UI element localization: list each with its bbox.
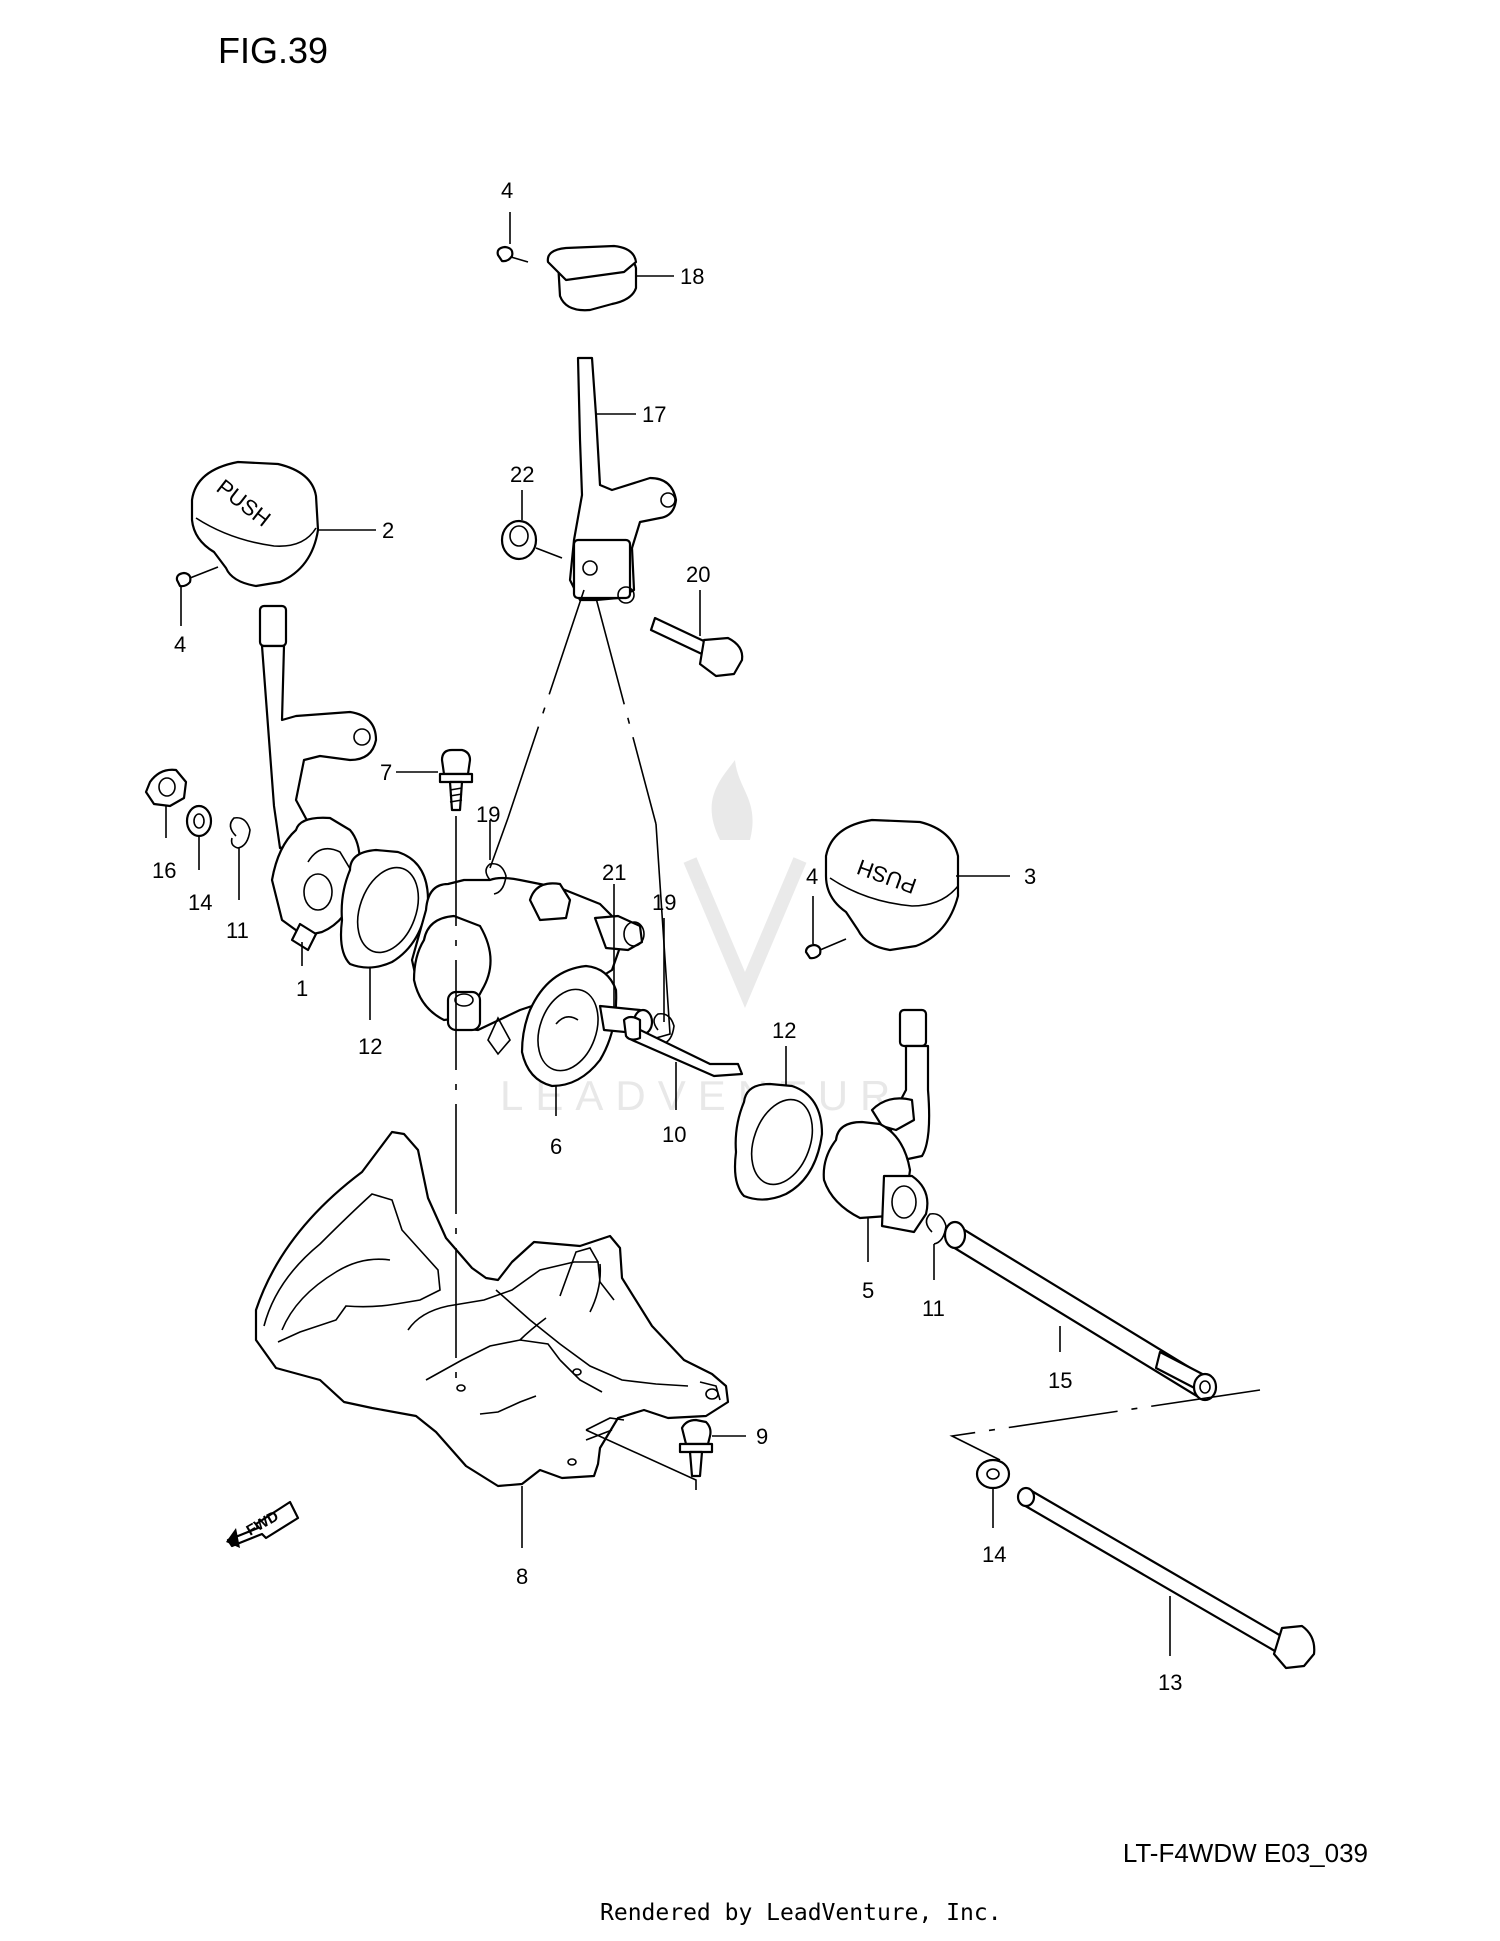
assembly-lines <box>455 547 1261 1490</box>
callouts: 4 18 17 22 20 2 4 7 19 16 14 11 1 12 21 … <box>152 178 1182 1695</box>
callout-12: 12 <box>772 1018 796 1043</box>
callout-10: 10 <box>662 1122 686 1147</box>
callout-8: 8 <box>516 1564 528 1589</box>
callout-4: 4 <box>174 632 186 657</box>
fwd-arrow-icon: FWD <box>226 1500 300 1548</box>
part-13-long-bolt[interactable] <box>1016 1486 1316 1670</box>
callout-19: 19 <box>476 802 500 827</box>
callout-14: 14 <box>188 890 212 915</box>
part-2-knob-left[interactable]: PUSH <box>190 460 320 588</box>
callout-14: 14 <box>982 1542 1006 1567</box>
part-7-bolt[interactable] <box>438 748 474 812</box>
callout-22: 22 <box>510 462 534 487</box>
callout-12: 12 <box>358 1034 382 1059</box>
part-1-shift-arm-left[interactable] <box>258 604 378 952</box>
part-8-bracket[interactable] <box>254 1130 730 1488</box>
callout-2: 2 <box>382 518 394 543</box>
callout-16: 16 <box>152 858 176 883</box>
callout-7: 7 <box>380 760 392 785</box>
part-11-circlip-left[interactable] <box>229 816 251 849</box>
leader-lines <box>165 212 1171 1656</box>
callout-11: 11 <box>226 918 249 943</box>
callout-5: 5 <box>862 1278 874 1303</box>
part-9-bolt[interactable] <box>678 1418 714 1478</box>
part-3-knob-right[interactable]: PUSH <box>824 818 960 952</box>
callout-13: 13 <box>1158 1670 1182 1695</box>
part-10-shaft[interactable] <box>622 1015 744 1078</box>
part-4-screw-top[interactable] <box>496 245 529 263</box>
callout-20: 20 <box>686 562 710 587</box>
callout-4: 4 <box>806 864 818 889</box>
callout-17: 17 <box>642 402 666 427</box>
part-20-bolt[interactable] <box>649 616 744 678</box>
callout-4: 4 <box>501 178 513 203</box>
callout-6: 6 <box>550 1134 562 1159</box>
part-17-lever[interactable] <box>568 356 678 604</box>
part-16-nut[interactable] <box>144 768 188 808</box>
callout-21: 21 <box>602 860 626 885</box>
part-4-screw-left[interactable] <box>175 566 219 588</box>
callout-9: 9 <box>756 1424 768 1449</box>
part-12-seal-left[interactable] <box>339 848 430 969</box>
model-code: LT-F4WDW E03_039 <box>1122 1838 1368 1868</box>
callout-19: 19 <box>652 890 676 915</box>
render-credit: Rendered by LeadVenture, Inc. <box>600 1900 1002 1926</box>
callout-11: 11 <box>922 1296 945 1321</box>
part-22-collar[interactable] <box>500 519 538 561</box>
part-12-seal-right[interactable] <box>733 1082 824 1201</box>
callout-3: 3 <box>1024 864 1036 889</box>
part-6-housing[interactable] <box>410 876 645 1088</box>
part-4-screw-right[interactable] <box>804 938 847 960</box>
part-14-washer-right[interactable] <box>975 1458 1011 1490</box>
part-19-circlip-a[interactable] <box>485 862 507 895</box>
part-5-shift-arm-right[interactable] <box>822 1008 931 1234</box>
part-15-shaft[interactable] <box>943 1220 1218 1402</box>
part-11-circlip-right[interactable] <box>925 1212 947 1245</box>
callout-1: 1 <box>296 976 308 1001</box>
figure-title: FIG.39 <box>218 30 329 71</box>
callout-18: 18 <box>680 264 704 289</box>
part-14-washer-left[interactable] <box>185 804 213 838</box>
callout-15: 15 <box>1048 1368 1072 1393</box>
part-18-cap[interactable] <box>546 244 638 312</box>
